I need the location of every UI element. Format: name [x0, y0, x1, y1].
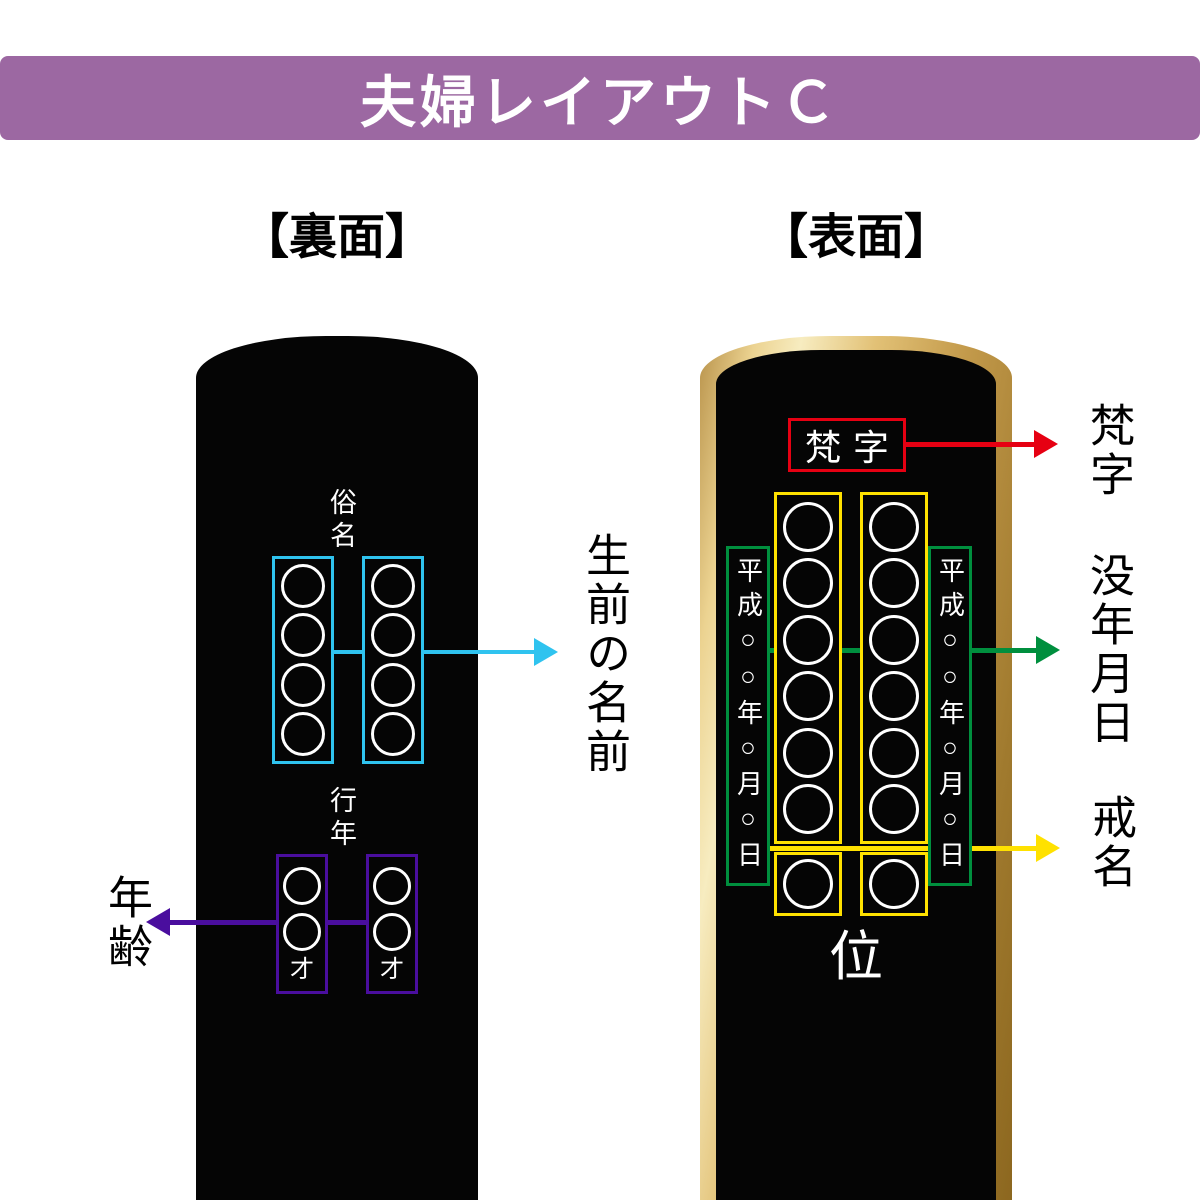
sai-label: 才 — [290, 957, 314, 983]
character-placeholder-circle — [869, 614, 919, 665]
name-annotation: 生前の名前 — [579, 532, 630, 777]
character-placeholder-circle — [281, 564, 325, 609]
kaimyo-column-2 — [860, 492, 928, 844]
character-placeholder-circle — [373, 913, 411, 951]
bonji-box: 梵字 — [788, 418, 906, 472]
character-placeholder-circle — [371, 711, 415, 756]
character-placeholder-circle — [371, 564, 415, 609]
age-annotation: 年齢 — [101, 874, 152, 972]
kaimyo-arrow-line — [756, 846, 1036, 851]
character-placeholder-circle — [869, 784, 919, 835]
kaimyo-annotation: 戒名 — [1085, 794, 1136, 892]
character-placeholder-circle — [783, 727, 833, 778]
character-placeholder-circle — [281, 711, 325, 756]
back-tablet — [196, 336, 478, 1200]
age-circles — [373, 867, 411, 951]
back-section-title: 【裏面】 — [240, 211, 433, 264]
character-placeholder-circle — [373, 867, 411, 905]
date-text: 平成○○年○月○日 — [733, 557, 763, 875]
character-placeholder-circle — [783, 671, 833, 722]
date-column-right: 平成○○年○月○日 — [928, 546, 972, 886]
character-placeholder-circle — [869, 501, 919, 552]
character-placeholder-circle — [371, 613, 415, 658]
name-column-1 — [272, 556, 334, 764]
character-placeholder-circle — [869, 727, 919, 778]
age-arrow-head-icon — [146, 908, 170, 936]
age-column-1: 才 — [276, 854, 328, 994]
name-column-2 — [362, 556, 424, 764]
bonji-arrow-head-icon — [1034, 430, 1058, 458]
gyonen-label: 行年 — [326, 786, 356, 852]
character-placeholder-circle — [869, 859, 919, 909]
bonji-arrow-line — [902, 442, 1034, 447]
age-column-2: 才 — [366, 854, 418, 994]
character-placeholder-circle — [783, 784, 833, 835]
character-placeholder-circle — [783, 558, 833, 609]
bonji-box-label: 梵字 — [804, 428, 901, 468]
date-text: 平成○○年○月○日 — [935, 557, 965, 875]
date-annotation: 没年月日 — [1083, 552, 1134, 748]
front-section-title: 【表面】 — [759, 211, 952, 264]
kaimyo-arrow-head-icon — [1036, 834, 1060, 862]
date-column-left: 平成○○年○月○日 — [726, 546, 770, 886]
kaimyo-column-2-bottom — [860, 852, 928, 916]
character-placeholder-circle — [869, 671, 919, 722]
character-placeholder-circle — [783, 614, 833, 665]
character-placeholder-circle — [283, 913, 321, 951]
character-placeholder-circle — [281, 662, 325, 707]
kaimyo-column-1 — [774, 492, 842, 844]
sai-label: 才 — [380, 957, 404, 983]
character-placeholder-circle — [869, 558, 919, 609]
kaimyo-column-1-bottom — [774, 852, 842, 916]
bonji-annotation: 梵字 — [1083, 402, 1134, 500]
rank-character: 位 — [829, 927, 883, 987]
character-placeholder-circle — [281, 613, 325, 658]
name-arrow-head-icon — [534, 638, 558, 666]
character-placeholder-circle — [783, 859, 833, 909]
date-arrow-head-icon — [1036, 636, 1060, 664]
age-circles — [283, 867, 321, 951]
title-banner: 夫婦レイアウトＣ — [0, 56, 1200, 140]
zokumyo-label: 俗名 — [326, 488, 356, 554]
character-placeholder-circle — [783, 501, 833, 552]
page-title: 夫婦レイアウトＣ — [360, 70, 840, 134]
character-placeholder-circle — [371, 662, 415, 707]
character-placeholder-circle — [283, 867, 321, 905]
